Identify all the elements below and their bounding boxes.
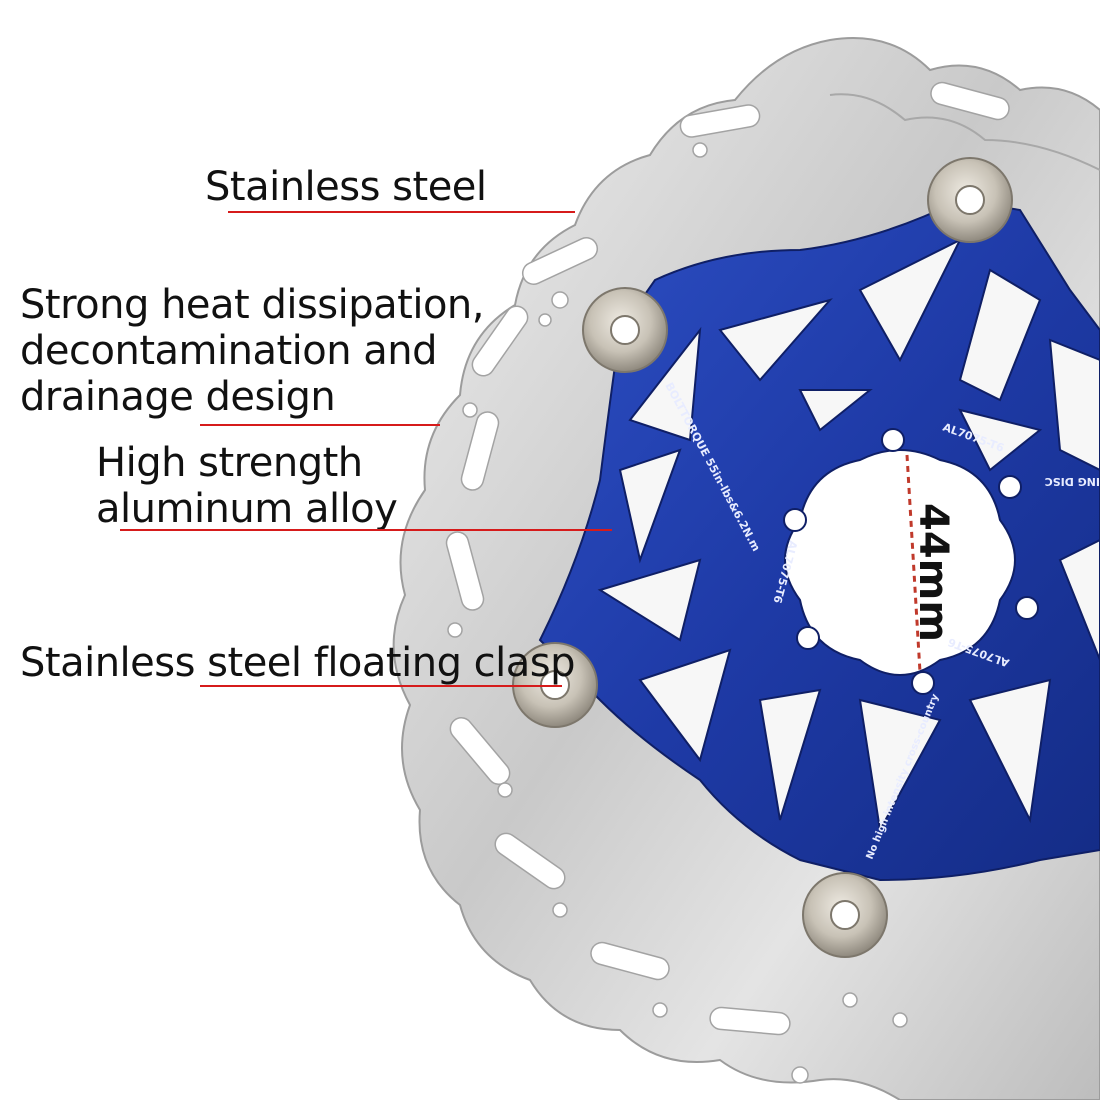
- callout-heat-dissipation: Strong heat dissipation, decontamination…: [20, 282, 484, 420]
- callout-aluminum-rule: [120, 529, 612, 531]
- hub-center-opening: [784, 449, 1016, 676]
- callout-aluminum: High strength aluminum alloy: [96, 440, 398, 532]
- engraving-disc-text: ING DISC: [1045, 475, 1100, 488]
- callout-floating-clasp-rule: [200, 685, 562, 687]
- callout-stainless-steel-text: Stainless steel: [205, 164, 487, 210]
- callout-floating-clasp: Stainless steel floating clasp: [20, 640, 576, 686]
- callout-stainless-steel-rule: [228, 211, 575, 213]
- callout-aluminum-line-2: aluminum alloy: [96, 486, 398, 532]
- callout-heat-line-1: Strong heat dissipation,: [20, 282, 484, 328]
- callout-stainless-steel: Stainless steel: [205, 164, 487, 210]
- spider-cutouts: [597, 237, 1100, 834]
- floating-rivets: [512, 157, 1013, 958]
- callout-heat-line-2: decontamination and: [20, 328, 438, 374]
- dimension-line: [905, 454, 922, 673]
- callout-aluminum-line-1: High strength: [96, 440, 363, 486]
- callout-heat-dissipation-rule: [200, 424, 440, 426]
- callout-heat-line-3: drainage design: [20, 374, 336, 420]
- callout-floating-clasp-text: Stainless steel floating clasp: [20, 640, 576, 686]
- rivet-icon: [582, 287, 668, 373]
- hub-bolt-holes: [783, 428, 1039, 695]
- rivet-icon: [802, 872, 888, 958]
- steel-ring-slots: [445, 81, 1010, 1084]
- dimension-label: 44mm: [910, 503, 956, 642]
- rivet-icon: [927, 157, 1013, 243]
